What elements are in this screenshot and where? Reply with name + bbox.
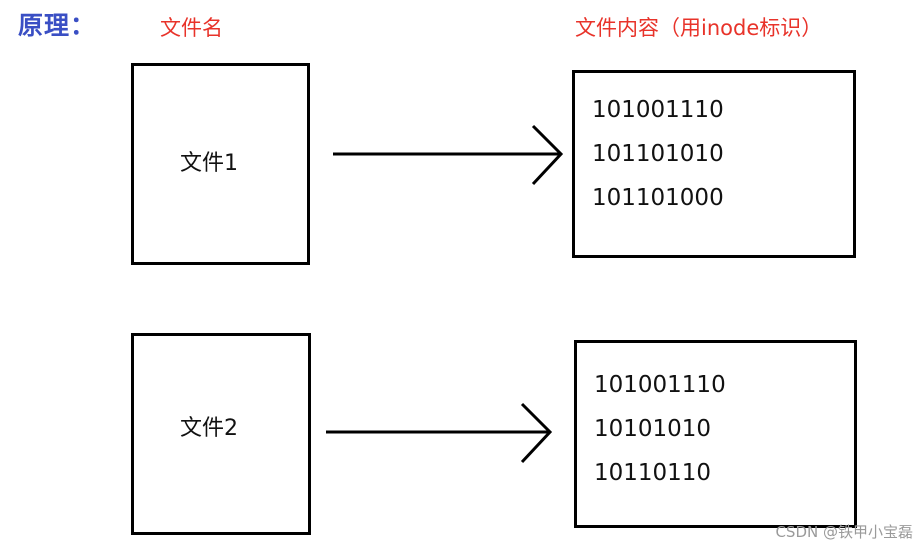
content-2-line: 101001110 [594,372,726,398]
content-1-line: 101001110 [592,97,724,123]
content-1-box [572,70,856,258]
file-1-name: 文件1 [180,151,238,176]
content-2-line: 10101010 [594,416,712,442]
arrow-right-icon [333,124,564,186]
filename-column-label: 文件名 [160,16,223,40]
file-2-box [131,333,311,535]
content-1-lines: 101001110 101101010 101101000 [592,88,724,220]
arrow-right-icon [326,402,553,464]
file-1-box [131,63,310,265]
content-2-line: 10110110 [594,460,712,486]
watermark: CSDN @铁甲小宝磊 [775,523,913,541]
file-2-name: 文件2 [180,416,238,441]
content-1-line: 101101000 [592,185,724,211]
heading: 原理： [18,11,97,40]
content-1-line: 101101010 [592,141,724,167]
content-2-box [574,340,857,528]
content-column-label: 文件内容（用inode标识） [575,16,823,40]
content-2-lines: 101001110 10101010 10110110 [594,363,726,495]
